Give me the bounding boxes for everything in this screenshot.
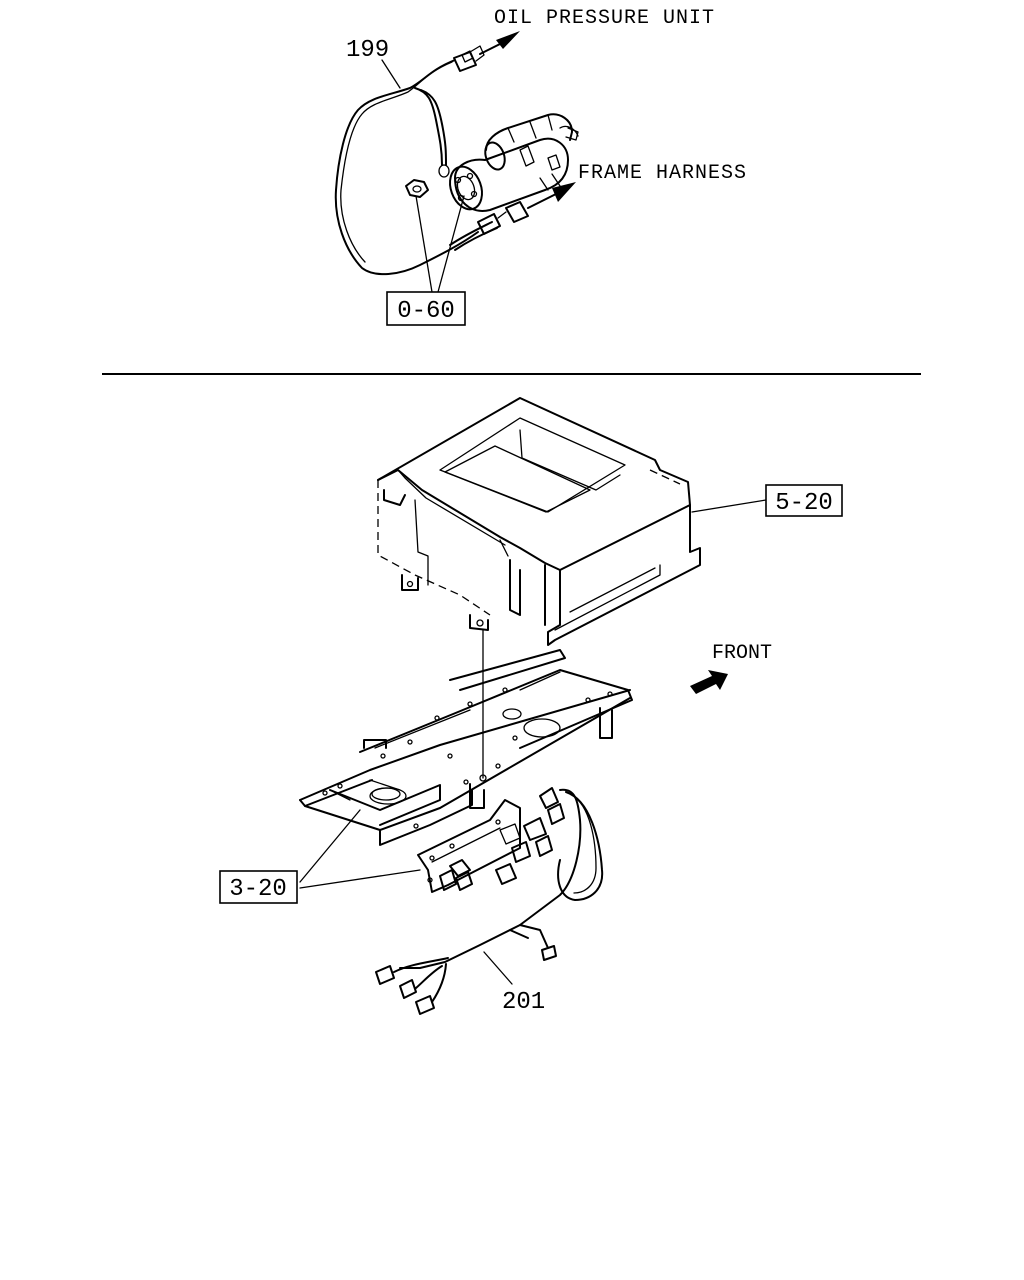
leader-5-20 [691,499,767,513]
leader-3-20-bracket [299,869,421,889]
ref-5-20-label[interactable]: 5-20 [775,490,833,517]
top-assembly: OIL PRESSURE UNIT FRAME HARNESS 199 0-60 [334,7,747,326]
front-label: FRONT [712,642,772,665]
harness-201 [375,788,604,1015]
harness-199 [334,31,520,276]
starter-motor [449,113,579,212]
oil-pressure-unit-label: OIL PRESSURE UNIT [494,7,715,30]
ref-3-20-label[interactable]: 3-20 [229,876,287,903]
frame-harness-label: FRAME HARNESS [578,162,747,185]
leader-3-20-frame [299,809,361,883]
oil-pressure-arrow [479,31,520,55]
leader-0-60-starter [437,195,465,293]
leader-199 [381,59,401,89]
part-199-label: 199 [346,37,389,64]
relays [439,787,565,891]
part-201-label: 201 [502,989,545,1016]
nut [405,179,429,198]
bottom-assembly: FRONT 5-20 3-20 201 [219,397,843,1016]
front-arrow-icon [690,670,728,694]
oil-pressure-connector [453,45,485,72]
frame-harness-cable [449,182,576,251]
ref-0-60-label[interactable]: 0-60 [397,298,455,325]
ref-3-20-box[interactable] [219,870,298,904]
battery-box [377,397,701,646]
ref-5-20-box[interactable] [765,484,843,517]
ref-0-60-box[interactable] [386,291,466,326]
frame-bracket [299,649,633,893]
leader-0-60-nut [415,195,433,293]
leader-201 [483,951,513,985]
